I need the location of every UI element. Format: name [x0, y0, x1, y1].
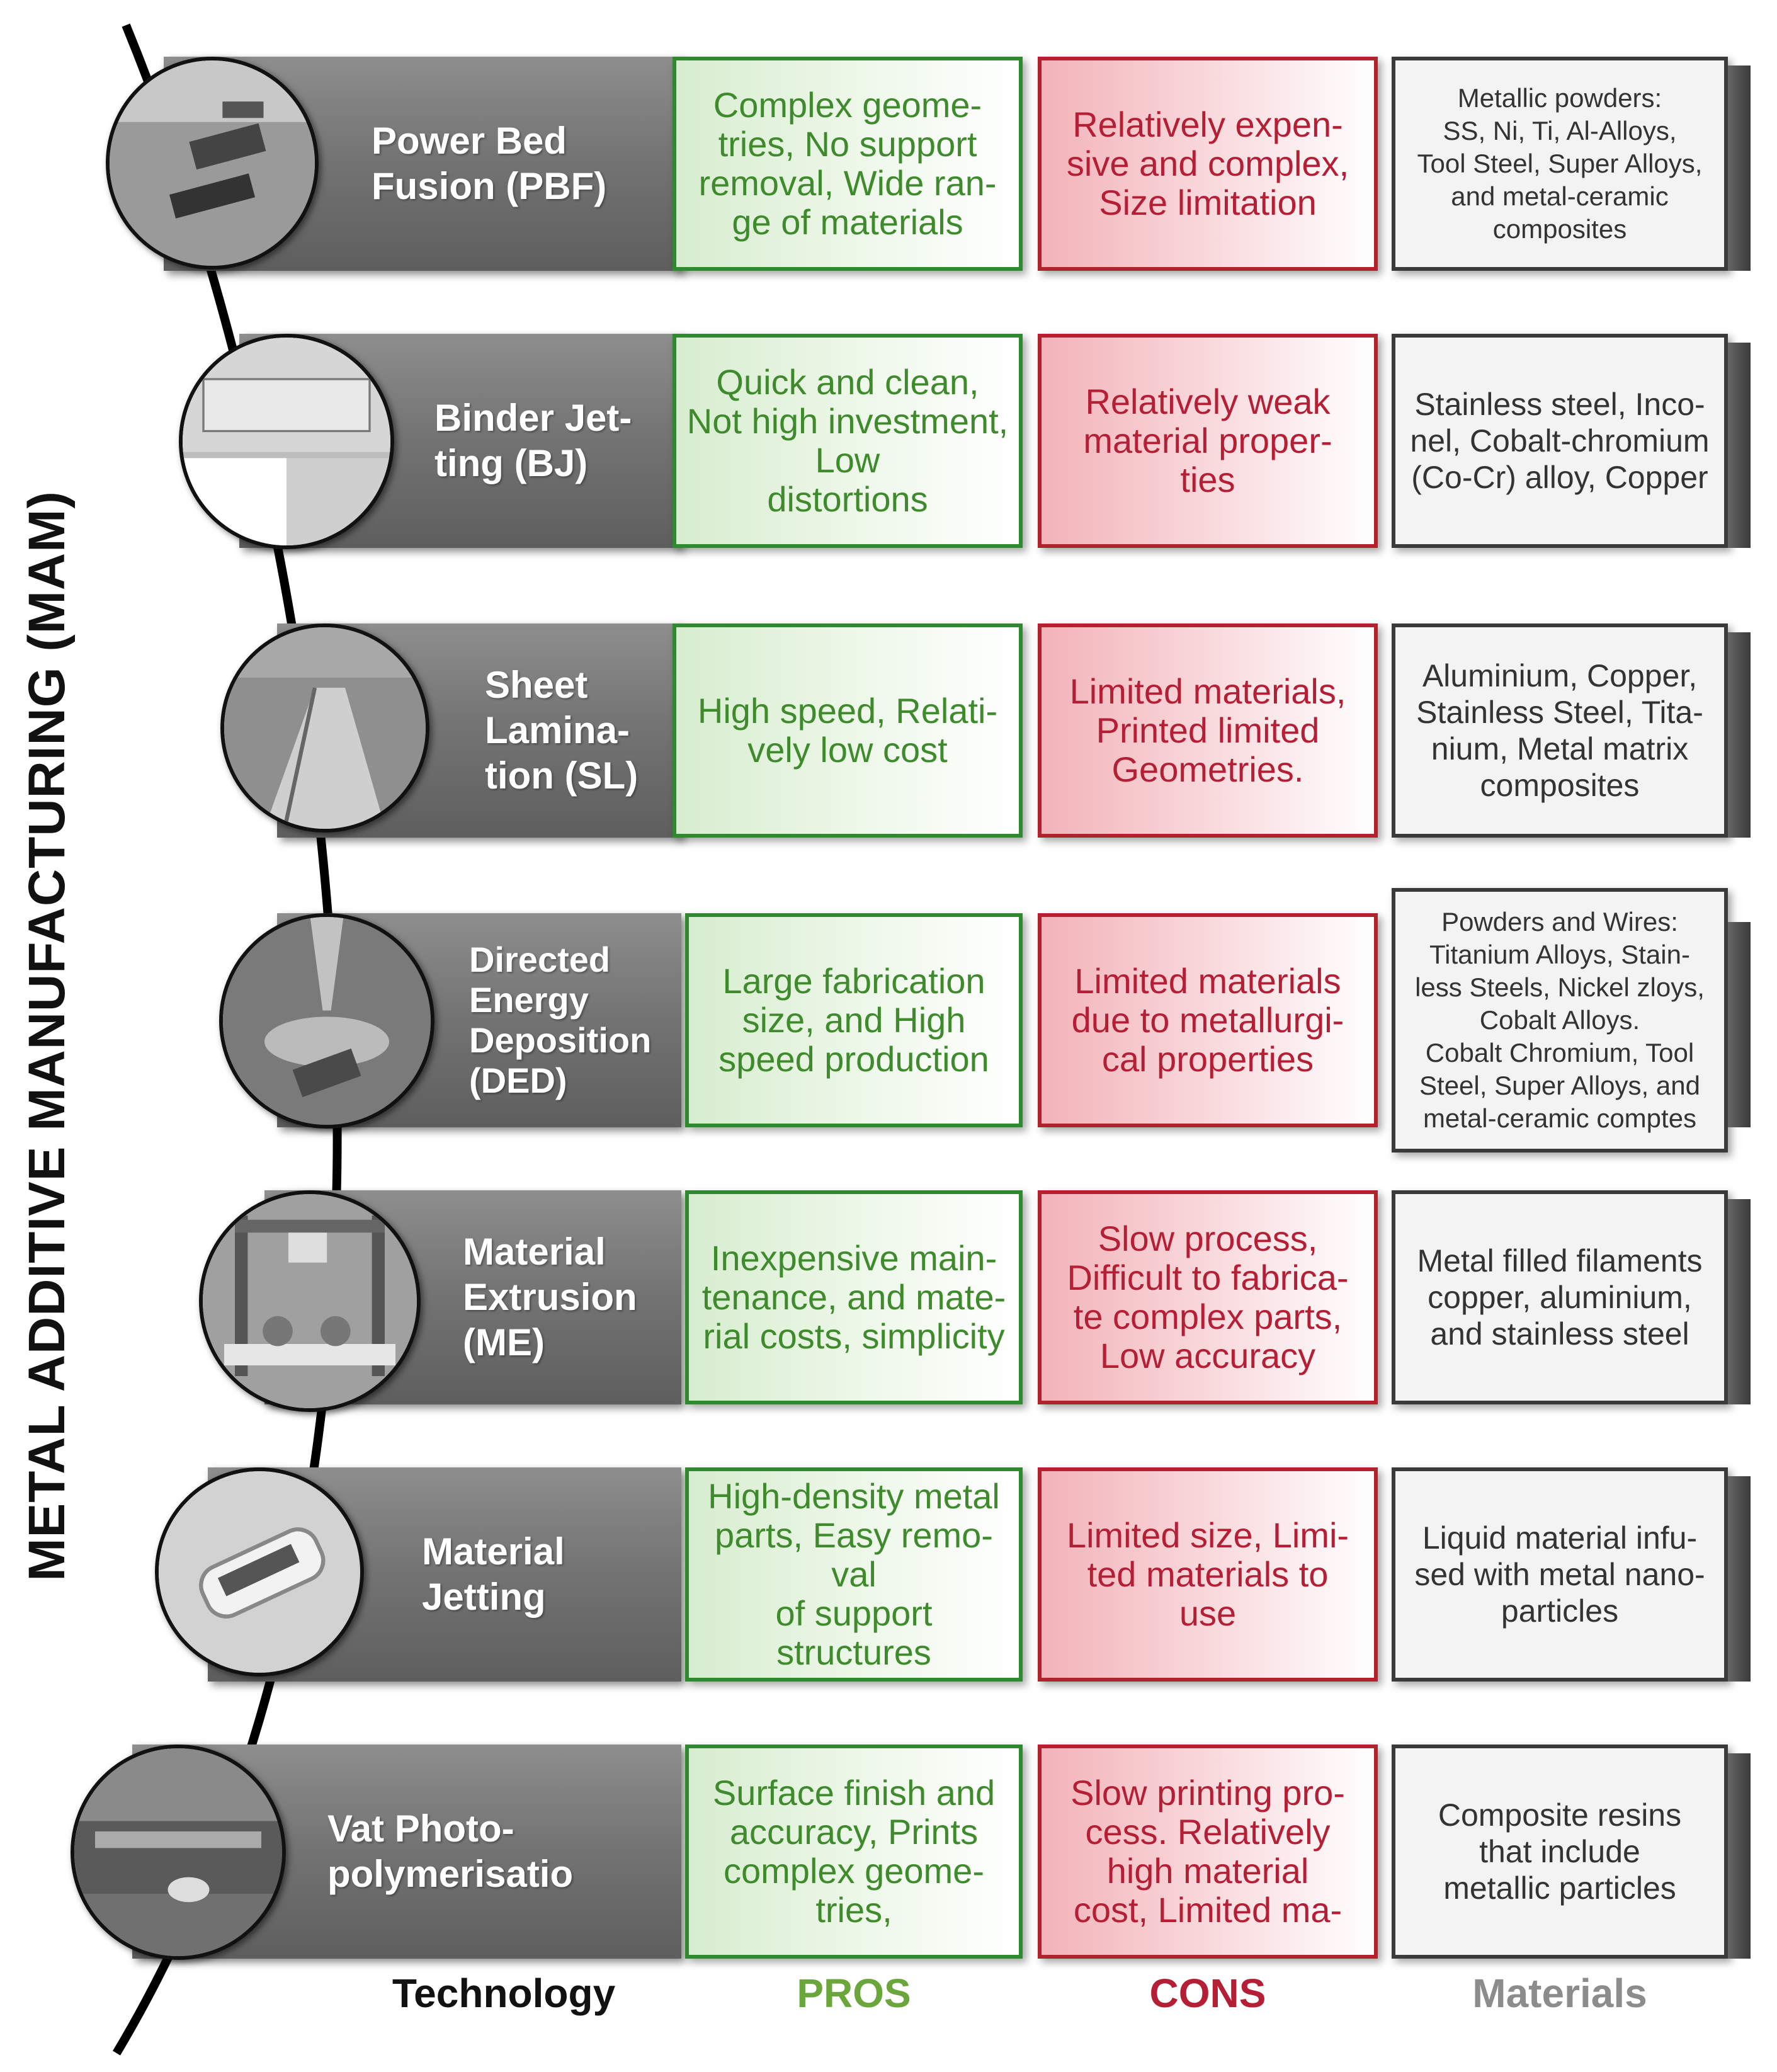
technology-name: Directed Energy Deposition (DED) — [469, 940, 652, 1100]
technology-name: Material Jetting — [422, 1530, 565, 1618]
vp-photo — [71, 1745, 286, 1960]
row-sheet-lamination: Sheet Lamina- tion (SL) High speed, Rela… — [0, 623, 1777, 838]
row-endcap — [1728, 343, 1751, 548]
pros-cell: Quick and clean, Not high investment, Lo… — [673, 334, 1023, 548]
cons-cell: Relatively expen- sive and complex, Size… — [1038, 57, 1378, 271]
pros-cell: High-density metal parts, Easy remo- val… — [685, 1467, 1023, 1682]
mj-photo — [155, 1467, 364, 1676]
pros-cell: Inexpensive main- tenance, and mate- ria… — [685, 1190, 1023, 1404]
cons-cell: Slow process, Difficult to fabrica- te c… — [1038, 1190, 1378, 1404]
materials-cell: Aluminium, Copper, Stainless Steel, Tita… — [1392, 623, 1728, 838]
technology-name: Binder Jet- ting (BJ) — [434, 397, 632, 484]
cons-cell: Limited materials, Printed limited Geome… — [1038, 623, 1378, 838]
materials-cell: Powders and Wires: Titanium Alloys, Stai… — [1392, 888, 1728, 1153]
materials-cell: Liquid material infu- sed with metal nan… — [1392, 1467, 1728, 1682]
row-endcap — [1728, 1476, 1751, 1682]
technology-name: Sheet Lamina- tion (SL) — [485, 664, 639, 797]
cons-cell: Slow printing pro- cess. Relatively high… — [1038, 1745, 1378, 1959]
row-endcap — [1728, 632, 1751, 838]
row-material-jetting: Material Jetting High-density metal part… — [0, 1467, 1777, 1682]
pros-cell: Complex geome- tries, No support removal… — [673, 57, 1023, 271]
bj-photo — [179, 334, 394, 549]
materials-cell: Metal filled filaments copper, aluminium… — [1392, 1190, 1728, 1404]
pros-cell: Large fabrication size, and High speed p… — [685, 913, 1023, 1127]
materials-cell: Stainless steel, Inco- nel, Cobalt-chrom… — [1392, 334, 1728, 548]
cons-cell: Relatively weak material proper- ties — [1038, 334, 1378, 548]
technology-name: Vat Photo- polymerisatio — [327, 1807, 574, 1895]
row-endcap — [1728, 65, 1751, 271]
materials-cell: Metallic powders: SS, Ni, Ti, Al-Alloys,… — [1392, 57, 1728, 271]
cons-cell: Limited size, Limi- ted materials to use — [1038, 1467, 1378, 1682]
ded-photo — [219, 913, 434, 1129]
row-directed-energy-deposition: Directed Energy Deposition (DED) Large f… — [0, 888, 1777, 1153]
sl-photo — [220, 623, 429, 833]
column-header-cons: CONS — [1149, 1971, 1266, 2016]
technology-name: Material Extrusion (ME) — [463, 1231, 637, 1363]
materials-cell: Composite resins that include metallic p… — [1392, 1745, 1728, 1959]
cons-cell: Limited materials due to metallurgi- cal… — [1038, 913, 1378, 1127]
technology-name: Power Bed Fusion (PBF) — [372, 120, 607, 207]
column-header-technology: Technology — [392, 1971, 616, 2016]
row-endcap — [1728, 1753, 1751, 1959]
row-binder-jetting: Binder Jet- ting (BJ) Quick and clean, N… — [0, 334, 1777, 549]
row-endcap — [1728, 1199, 1751, 1404]
column-header-materials: Materials — [1472, 1971, 1647, 2016]
me-photo — [199, 1190, 421, 1412]
pros-cell: Surface finish and accuracy, Prints comp… — [685, 1745, 1023, 1959]
row-endcap — [1728, 922, 1751, 1127]
pbf-photo — [106, 57, 319, 270]
pros-cell: High speed, Relati- vely low cost — [673, 623, 1023, 838]
row-power-bed-fusion: Power Bed Fusion (PBF) Complex geome- tr… — [0, 57, 1777, 271]
column-header-pros: PROS — [797, 1971, 911, 2016]
row-material-extrusion: Material Extrusion (ME) Inexpensive main… — [0, 1190, 1777, 1412]
row-vat-photopolymerisation: Vat Photo- polymerisatio Surface finish … — [0, 1745, 1777, 1960]
